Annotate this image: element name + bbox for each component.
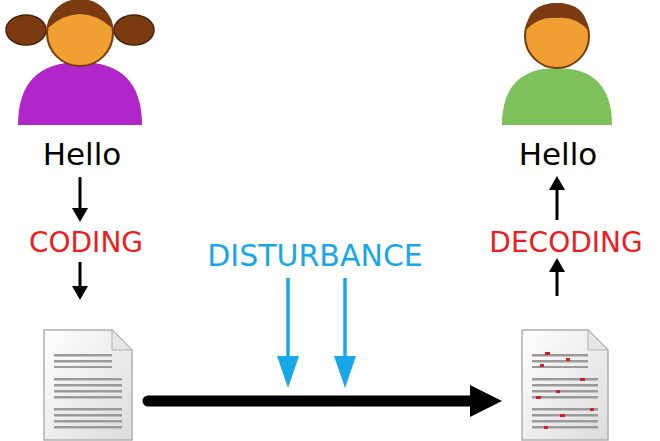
noise-label: DISTURBANCE xyxy=(207,241,423,271)
disturbance-arrows xyxy=(277,278,356,388)
document-icon xyxy=(44,330,132,440)
process-label: CODING xyxy=(29,229,143,257)
channel-arrow xyxy=(148,385,502,417)
message-text: Hello xyxy=(43,139,122,170)
sender-person xyxy=(6,0,154,125)
received-document-icon xyxy=(522,330,608,440)
receiver-person xyxy=(502,3,612,125)
message-text: Hello xyxy=(519,139,598,170)
process-label: DECODING xyxy=(489,229,642,257)
